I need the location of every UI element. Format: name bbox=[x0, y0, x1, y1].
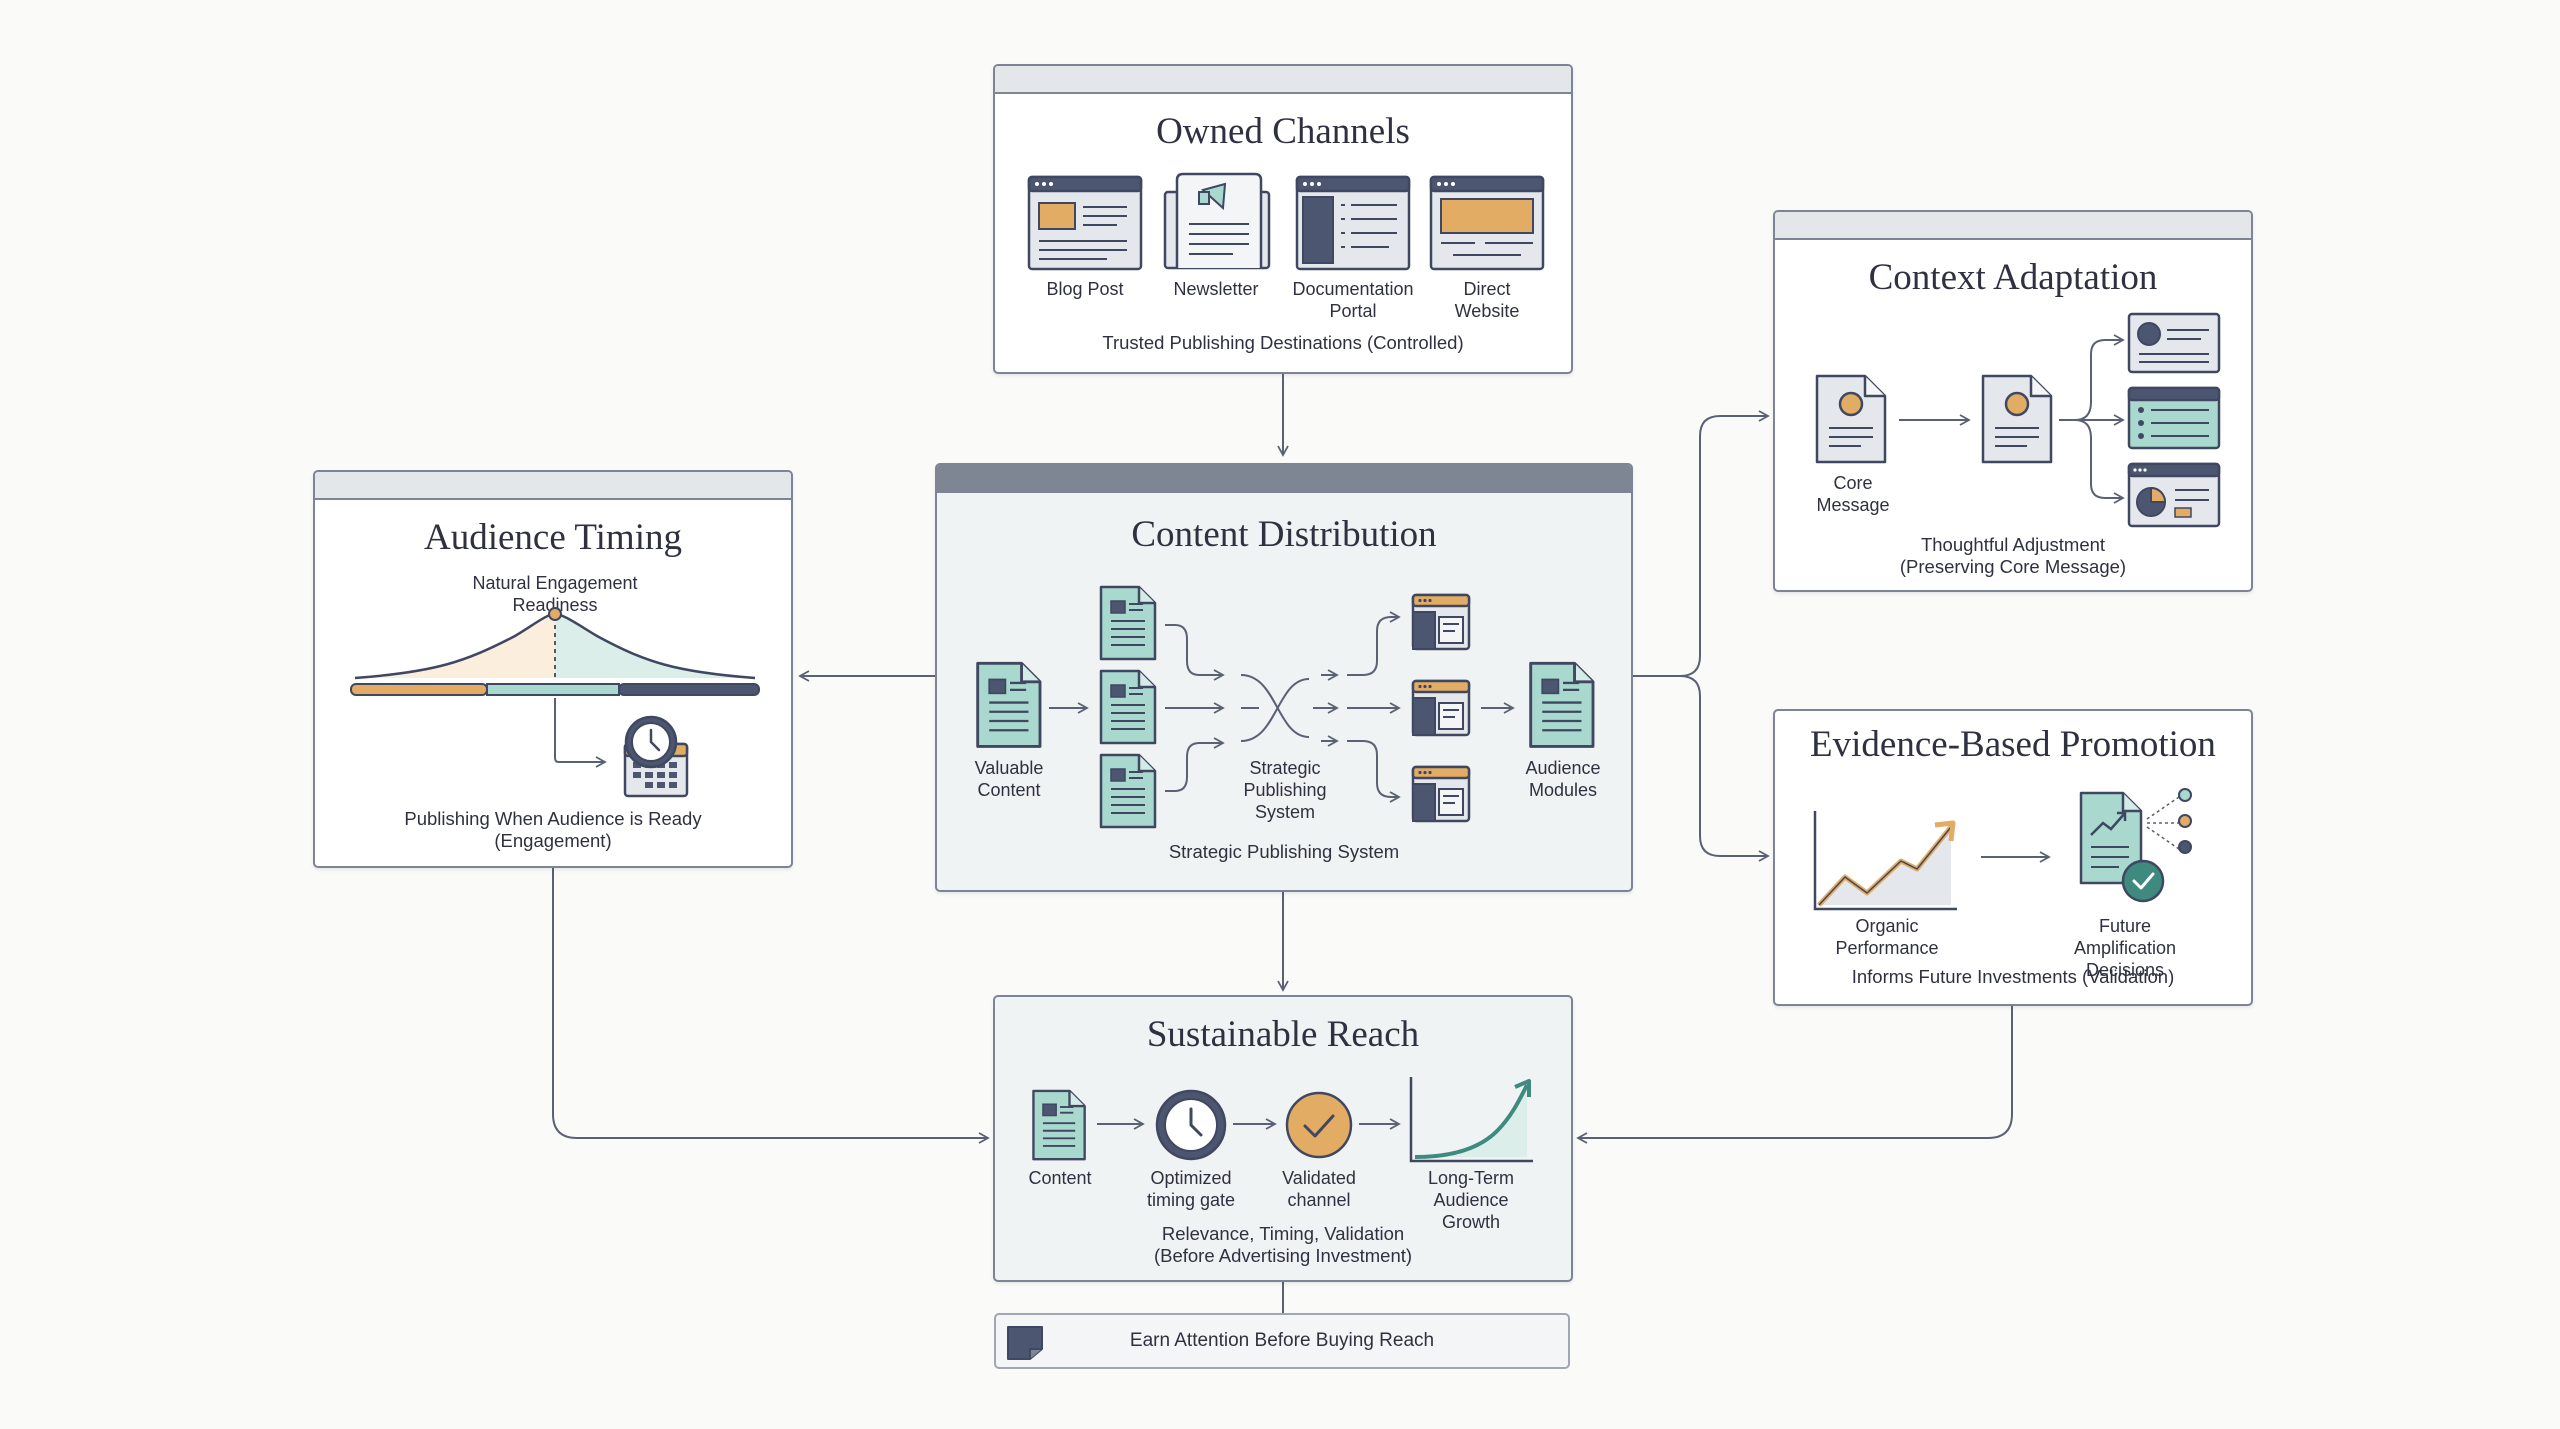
adaptation-arrows bbox=[1899, 334, 2125, 504]
sustainable-reach-panel: Sustainable Reach Content Optimized timi… bbox=[993, 995, 1573, 1282]
module-icon bbox=[1411, 593, 1471, 651]
reach-step-label: Validated channel bbox=[1282, 1168, 1356, 1210]
chart-card-icon bbox=[2127, 462, 2221, 528]
list-card-icon bbox=[2127, 386, 2221, 450]
documentation-portal-icon bbox=[1295, 175, 1411, 271]
audience-timing-caption: Publishing When Audience is Ready (Engag… bbox=[404, 808, 702, 851]
direct-website-icon bbox=[1429, 175, 1545, 271]
content-distribution-caption: Strategic Publishing System bbox=[1168, 841, 1400, 862]
promotion-arrow bbox=[1981, 851, 2051, 863]
amplification-decision-icon bbox=[2079, 788, 2192, 903]
clock-icon bbox=[1155, 1089, 1227, 1161]
evidence-promotion-panel: Evidence-Based Promotion Organic Perform… bbox=[1773, 709, 2253, 1006]
engagement-curve-icon bbox=[350, 607, 760, 798]
panel-title: Evidence-Based Promotion bbox=[1810, 724, 2216, 765]
owned-channels-panel: Owned Channels Blog Post Newsletter bbox=[993, 64, 1573, 374]
evidence-promotion-caption: Informs Future Investments (Validation) bbox=[1851, 966, 2175, 987]
blog-post-icon bbox=[1027, 175, 1143, 271]
panel-header-bar bbox=[937, 465, 1631, 493]
blog-post-label: Blog Post bbox=[1046, 279, 1124, 299]
content-distribution-panel: Content Distribution Valuable Content St… bbox=[935, 463, 1633, 892]
sustainable-reach-caption: Relevance, Timing, Validation (Before Ad… bbox=[1153, 1223, 1413, 1266]
reach-flow-arrows bbox=[1097, 1118, 1401, 1130]
direct-website-label: Direct Website bbox=[1454, 279, 1520, 321]
note-icon bbox=[1007, 1326, 1043, 1360]
panel-title: Content Distribution bbox=[1131, 514, 1437, 555]
owned-channels-caption: Trusted Publishing Destinations (Control… bbox=[1102, 332, 1464, 353]
distribution-flow-arrows bbox=[1049, 611, 1515, 803]
documentation-portal-label: Documentation Portal bbox=[1292, 279, 1414, 321]
audience-timing-panel: Audience Timing Natural Engagement Readi… bbox=[313, 470, 793, 868]
panel-header-bar bbox=[1775, 212, 2251, 240]
organic-performance-chart-icon bbox=[1813, 811, 1957, 911]
panel-title: Sustainable Reach bbox=[1146, 1014, 1420, 1055]
engagement-curve-label: Natural Engagement Readiness bbox=[472, 573, 638, 615]
future-amplification-label: Future Amplification Decisions bbox=[2073, 916, 2177, 980]
module-icon bbox=[1411, 679, 1471, 737]
valuable-content-label: Valuable Content bbox=[974, 758, 1044, 800]
panel-title: Audience Timing bbox=[424, 517, 682, 558]
panel-title: Context Adaptation bbox=[1868, 257, 2158, 298]
footer-note: Earn Attention Before Buying Reach bbox=[994, 1313, 1570, 1369]
profile-card-icon bbox=[2127, 312, 2221, 374]
organic-performance-label: Organic Performance bbox=[1835, 916, 1939, 958]
reach-step-label: Content bbox=[1028, 1168, 1092, 1188]
module-icon bbox=[1411, 765, 1471, 823]
reach-step-label: Optimized timing gate bbox=[1146, 1168, 1236, 1210]
core-message-label: Core Message bbox=[1816, 473, 1890, 515]
strategic-publishing-label: Strategic Publishing System bbox=[1243, 758, 1327, 822]
panel-title: Owned Channels bbox=[1156, 111, 1410, 152]
reach-step-label: Long-Term Audience Growth bbox=[1427, 1168, 1515, 1232]
panel-header-bar bbox=[995, 66, 1571, 94]
audience-modules-doc-icon bbox=[1529, 661, 1595, 748]
panel-header-bar bbox=[315, 472, 791, 500]
footer-text: Earn Attention Before Buying Reach bbox=[1129, 1330, 1435, 1351]
context-adaptation-caption: Thoughtful Adjustment (Preserving Core M… bbox=[1899, 534, 2127, 577]
newsletter-icon bbox=[1163, 172, 1271, 270]
check-circle-icon bbox=[1285, 1091, 1353, 1159]
context-adaptation-panel: Context Adaptation Core Message bbox=[1773, 210, 2253, 592]
growth-curve-icon bbox=[1409, 1077, 1533, 1163]
newsletter-label: Newsletter bbox=[1173, 279, 1259, 299]
audience-modules-label: Audience Modules bbox=[1525, 758, 1601, 800]
